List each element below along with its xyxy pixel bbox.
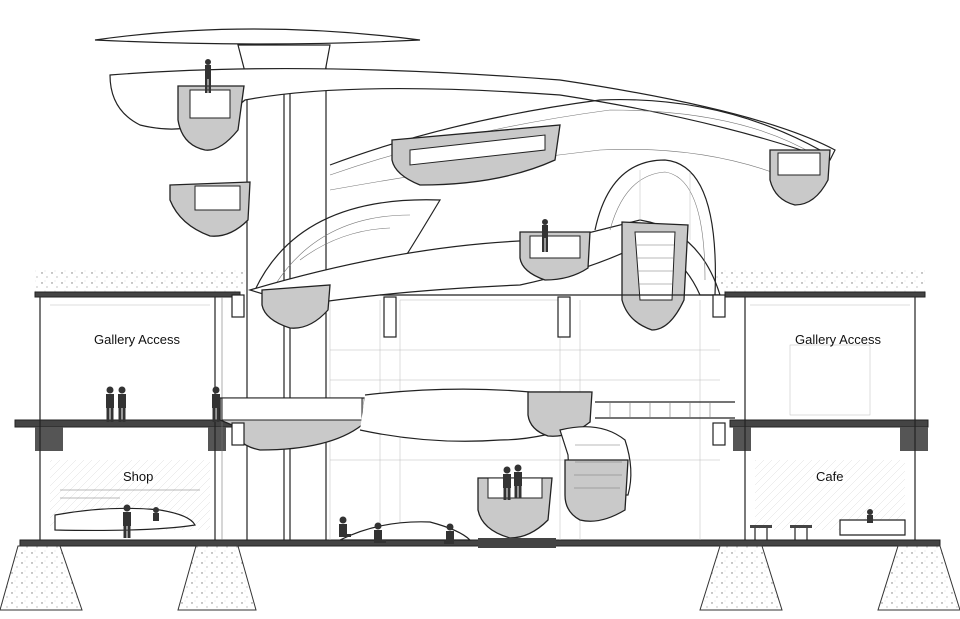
column-cap-right bbox=[712, 294, 726, 318]
roof-band-right bbox=[715, 268, 925, 292]
pod-mid-left-window bbox=[194, 185, 241, 211]
foundation-2 bbox=[177, 545, 257, 611]
foundation-3 bbox=[699, 545, 783, 611]
pod-spiral-base bbox=[564, 459, 629, 522]
balcony-balusters bbox=[609, 402, 711, 418]
canopy-stem bbox=[237, 44, 331, 73]
foundation-4 bbox=[877, 545, 960, 611]
canopy-top bbox=[94, 28, 421, 45]
roof-slab-right bbox=[724, 291, 926, 298]
pod-stair-right-steps bbox=[634, 231, 676, 301]
stair-lines-right bbox=[637, 244, 674, 285]
pod-upper-mid-stair bbox=[409, 134, 546, 166]
column-lower-left bbox=[231, 422, 245, 446]
column-mid-2 bbox=[557, 296, 571, 338]
people bbox=[106, 59, 873, 544]
pod-base-plinth bbox=[478, 538, 556, 548]
beam-left-2 bbox=[208, 427, 226, 451]
vault-left-rib-2 bbox=[299, 227, 391, 261]
pod-mid-right-window bbox=[529, 235, 581, 259]
foundation-1 bbox=[0, 545, 83, 611]
label-shop: Shop bbox=[123, 469, 153, 484]
pod-top-left-window bbox=[189, 89, 231, 119]
roof-band-left bbox=[35, 268, 245, 292]
pod-lower-mid bbox=[527, 391, 593, 437]
vault-right-rib bbox=[609, 171, 706, 281]
column-mid-1 bbox=[383, 296, 397, 338]
lounge-seat bbox=[339, 521, 472, 541]
roof-slab-left bbox=[34, 291, 241, 298]
beam-right-2 bbox=[900, 427, 928, 451]
vault-right-arc bbox=[594, 159, 717, 296]
lower-bridge-left-deck bbox=[221, 397, 363, 421]
label-cafe: Cafe bbox=[816, 469, 843, 484]
label-gallery-access-right: Gallery Access bbox=[795, 332, 881, 347]
pod-mid-vault bbox=[261, 284, 331, 329]
column-lower-right bbox=[712, 422, 726, 446]
beam-right-1 bbox=[733, 427, 751, 451]
label-gallery-access-left: Gallery Access bbox=[94, 332, 180, 347]
pod-upper-right-window bbox=[777, 152, 821, 176]
floor-slab-right bbox=[729, 419, 929, 428]
beam-left-1 bbox=[35, 427, 63, 451]
vault-left-rib-1 bbox=[274, 214, 411, 286]
cafe-furniture bbox=[750, 519, 906, 540]
vault-left-arc bbox=[254, 199, 442, 291]
column-cap-left bbox=[231, 294, 245, 318]
spiral-stair-lines bbox=[574, 444, 622, 489]
